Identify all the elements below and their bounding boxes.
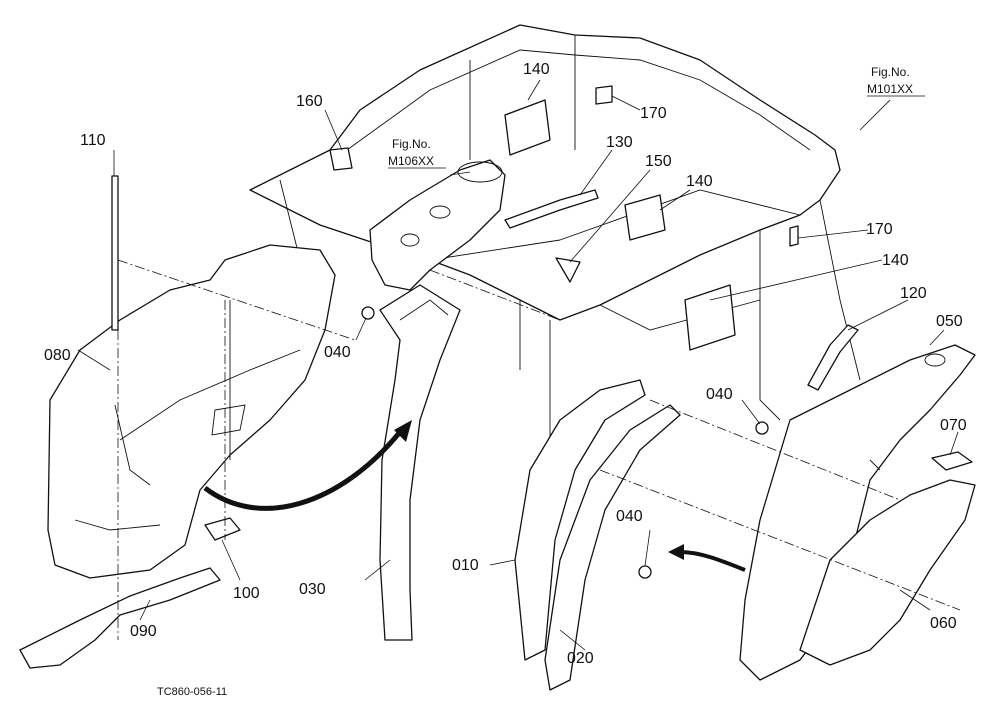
- fig-ref-m106-number: M106XX: [388, 154, 434, 168]
- callout-150: 150: [645, 153, 672, 170]
- piece-130: [504, 189, 599, 229]
- fender-cover-080: [47, 244, 336, 579]
- callout-labels: 110 160 140 170 130 150 140 140 170 120 …: [44, 61, 967, 667]
- piece-150: [555, 257, 581, 283]
- rod-110: [111, 175, 119, 331]
- callout-020: 020: [567, 650, 594, 667]
- callout-170-top: 170: [640, 105, 667, 122]
- drawing-code: TC860-056-11: [157, 686, 227, 698]
- cab-frame: [249, 24, 861, 481]
- block-140-a: [504, 99, 551, 156]
- callout-100: 100: [233, 585, 260, 602]
- bracket-120: [807, 324, 859, 391]
- piece-170-b: [789, 225, 799, 247]
- piece-160: [329, 147, 353, 171]
- fig-ref-m101-label: Fig.No.: [871, 65, 910, 79]
- nut-040-a: [361, 306, 375, 320]
- plate-090: [19, 567, 221, 669]
- block-140-b: [624, 194, 666, 241]
- callout-030: 030: [299, 581, 326, 598]
- pad-070: [931, 451, 973, 471]
- callout-140-top: 140: [523, 61, 550, 78]
- trim-030: [379, 284, 461, 641]
- fig-ref-m101-number: M101XX: [867, 82, 913, 96]
- nut-040-c: [638, 565, 652, 579]
- leader-lines: [77, 79, 959, 651]
- callout-010: 010: [452, 557, 479, 574]
- callout-130: 130: [606, 134, 633, 151]
- callout-050: 050: [936, 313, 963, 330]
- assembly-arrows: [203, 420, 746, 572]
- trim-020: [544, 404, 681, 691]
- trim-010: [514, 379, 646, 661]
- cover-060: [799, 479, 976, 666]
- callout-090: 090: [130, 623, 157, 640]
- callout-120: 120: [900, 285, 927, 302]
- pad-100: [204, 517, 241, 541]
- callout-040-bottom: 040: [616, 508, 643, 525]
- callout-160: 160: [296, 93, 323, 110]
- callout-040-left: 040: [324, 344, 351, 361]
- fender-cover-050: [739, 344, 976, 681]
- callout-140-right: 140: [882, 252, 909, 269]
- callout-040-right: 040: [706, 386, 733, 403]
- callout-140-mid: 140: [686, 173, 713, 190]
- fig-ref-m106: Fig.No. M106XX: [388, 137, 446, 169]
- piece-170-a: [595, 85, 613, 105]
- fig-ref-m101: Fig.No. M101XX: [867, 65, 925, 97]
- callout-170-right: 170: [866, 221, 893, 238]
- fig-ref-m106-label: Fig.No.: [392, 137, 431, 151]
- callout-070: 070: [940, 417, 967, 434]
- callout-080: 080: [44, 347, 71, 364]
- block-140-c: [684, 284, 736, 351]
- nut-040-b: [755, 421, 769, 435]
- callout-060: 060: [930, 615, 957, 632]
- callout-110: 110: [80, 132, 106, 149]
